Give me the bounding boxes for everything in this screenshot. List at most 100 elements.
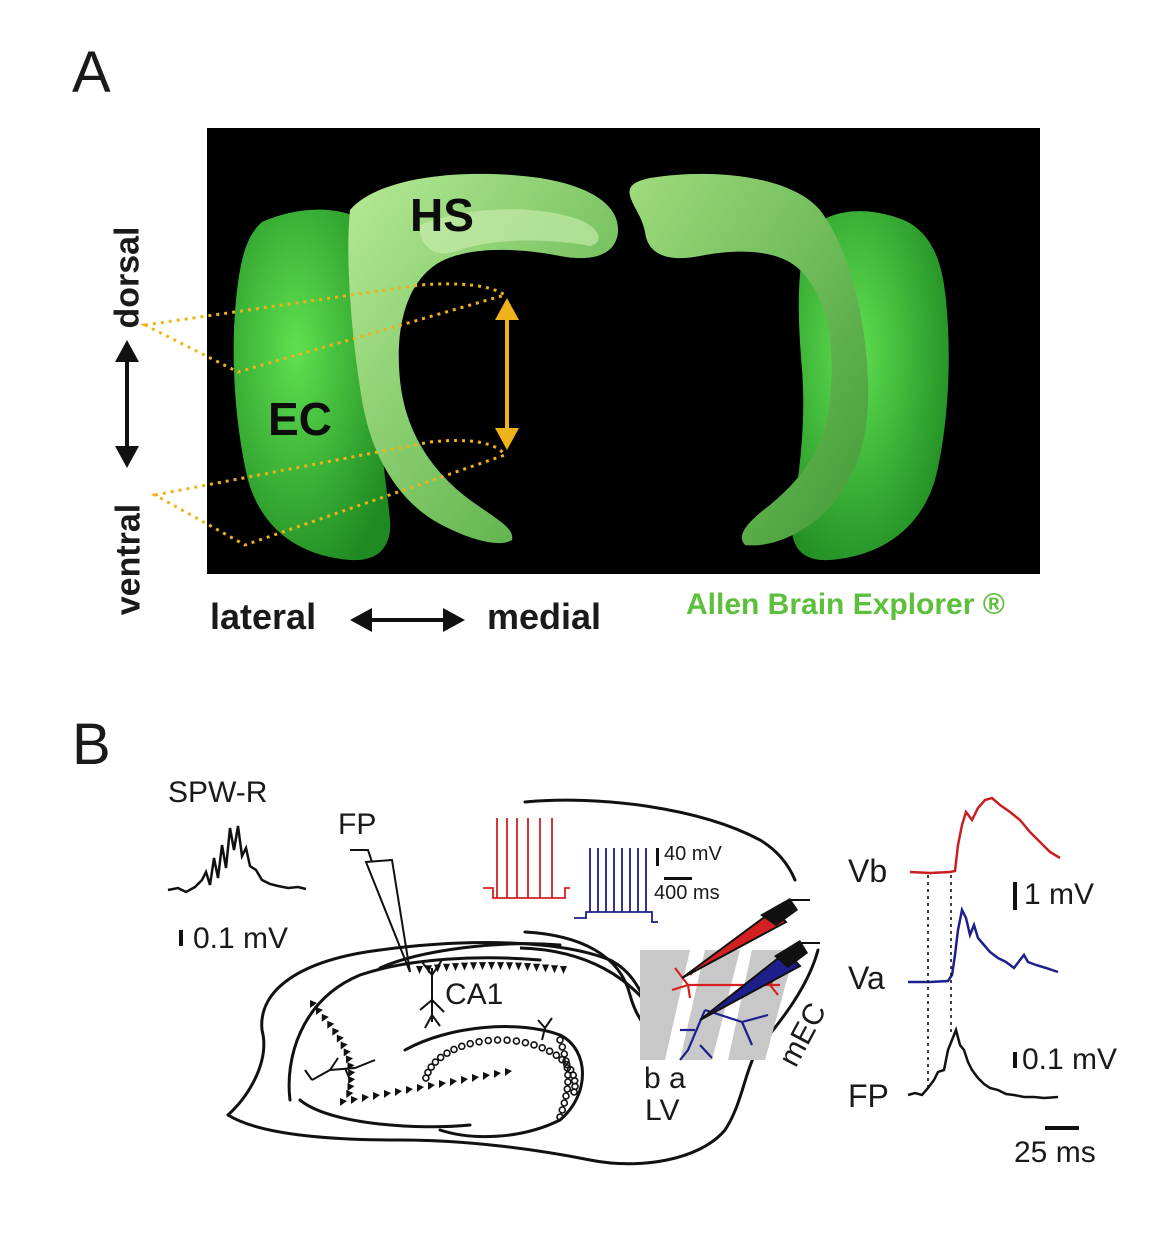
vb-trace xyxy=(909,796,1061,875)
granule-cell-marker xyxy=(562,1057,570,1065)
axis-label-lateral: lateral xyxy=(210,596,317,637)
scale-40mv-label: 40 mV xyxy=(664,843,722,865)
pyramidal-cell-marker xyxy=(340,1098,347,1106)
pyramidal-cell-marker xyxy=(373,1092,380,1100)
granule-cell-marker xyxy=(562,1092,570,1100)
granule-cell-marker xyxy=(545,1047,554,1055)
ca1-pyramidal-layer xyxy=(416,962,567,974)
granule-cell-marker xyxy=(450,1045,458,1054)
granule-cell-marker xyxy=(556,1036,564,1044)
pyramidal-cell-marker xyxy=(417,1084,424,1092)
spwr-title: SPW-R xyxy=(168,776,268,809)
pyramidal-cell-marker xyxy=(560,966,567,974)
red-firing-trace xyxy=(483,818,570,899)
ca1-neuron-icon xyxy=(419,959,445,1029)
dorsoventral-arrow xyxy=(495,298,519,450)
scale-bar-40mv xyxy=(656,848,659,866)
granule-cell-marker xyxy=(424,1068,432,1077)
panel-a-letter: A xyxy=(72,40,111,105)
trace-fp-label: FP xyxy=(848,1078,889,1114)
pyramidal-cell-marker xyxy=(452,963,459,972)
pyramidal-cell-marker xyxy=(384,1090,391,1098)
pyramidal-cell-marker xyxy=(348,1069,356,1078)
pyramidal-cell-marker xyxy=(439,1080,446,1088)
left-hs-shape xyxy=(348,173,619,544)
granule-cell-marker xyxy=(563,1064,572,1072)
granule-cell-marker xyxy=(552,1051,561,1059)
scale-bar-400ms xyxy=(664,877,692,880)
granule-cell-marker xyxy=(560,1099,569,1107)
pyramidal-cell-marker xyxy=(345,1055,353,1064)
scale-bar-1mv xyxy=(1013,882,1017,910)
pyramidal-cell-marker xyxy=(362,1094,369,1102)
pyramidal-cell-marker xyxy=(524,963,531,972)
pyramidal-cell-marker xyxy=(340,1041,348,1050)
layer-ba-label: b a xyxy=(644,1062,686,1095)
granule-cell-marker xyxy=(538,1044,547,1052)
scale-400ms-label: 400 ms xyxy=(654,882,720,904)
pyramidal-cell-marker xyxy=(515,962,522,971)
granule-cell-marker xyxy=(564,1078,572,1086)
granule-cell-marker xyxy=(457,1042,466,1051)
left-hs-inner xyxy=(419,209,599,254)
pyramidal-cell-marker xyxy=(406,1086,413,1094)
pyramidal-cell-marker xyxy=(506,962,513,971)
granule-cell-marker xyxy=(443,1049,451,1057)
pyramidal-cell-marker xyxy=(332,1027,340,1036)
vertical-axis-arrow xyxy=(115,340,139,468)
scale-bar-01mv-right xyxy=(1013,1052,1017,1068)
trace-va-label: Va xyxy=(848,960,885,996)
scale-25ms-label: 25 ms xyxy=(1014,1136,1096,1169)
granule-cell-marker xyxy=(484,1036,493,1045)
horizontal-axis-arrow xyxy=(350,608,465,632)
label-ec: EC xyxy=(268,393,332,445)
ca3-neuron-icon xyxy=(304,1057,376,1081)
pyramidal-cell-marker xyxy=(343,1048,351,1057)
pyramidal-cell-marker xyxy=(346,1090,354,1098)
right-hs-shape xyxy=(629,173,869,546)
pyramidal-cell-marker xyxy=(470,962,477,971)
blue-neuron-a xyxy=(679,1008,769,1061)
scale-1mv-label: 1 mV xyxy=(1024,878,1095,911)
pyramidal-cell-marker xyxy=(336,1034,344,1043)
trace-vb-label: Vb xyxy=(848,853,888,889)
granule-cell-marker xyxy=(493,1036,502,1044)
pyramidal-cell-marker xyxy=(315,1006,323,1015)
fp-electrode-icon xyxy=(350,849,411,973)
label-hs: HS xyxy=(410,189,474,241)
granule-cell-marker xyxy=(512,1037,521,1045)
dentate-granule-layer xyxy=(422,1036,579,1121)
pyramidal-cell-marker xyxy=(461,962,468,971)
axis-label-medial: medial xyxy=(487,596,602,637)
pyramidal-cell-marker xyxy=(505,1068,512,1076)
blue-electrode-icon xyxy=(699,940,820,1021)
granule-cell-marker xyxy=(503,1036,511,1044)
fp-trace xyxy=(907,1026,1059,1100)
pyramidal-cell-marker xyxy=(472,1074,479,1082)
granule-cell-marker xyxy=(562,1060,571,1069)
axis-label-ventral: ventral xyxy=(109,503,148,616)
pyramidal-cell-marker xyxy=(428,1082,435,1090)
pyramidal-cell-marker xyxy=(551,965,558,974)
pyramidal-cell-marker xyxy=(494,1070,501,1078)
pyramidal-cell-marker xyxy=(488,962,495,970)
pyramidal-cell-marker xyxy=(443,963,450,972)
ca1-label: CA1 xyxy=(445,978,504,1011)
scale-01mv-label: 0.1 mV xyxy=(1022,1043,1118,1076)
granule-cell-marker xyxy=(530,1041,538,1049)
granule-cell-marker xyxy=(521,1038,530,1047)
dg-neuron-icon xyxy=(537,1017,553,1041)
pyramidal-cell-marker xyxy=(310,1000,317,1008)
panel-b-letter: B xyxy=(72,712,111,777)
granule-cell-marker xyxy=(475,1038,483,1046)
pyramidal-cell-marker xyxy=(450,1078,457,1086)
pyramidal-cell-marker xyxy=(351,1096,358,1104)
pyramidal-cell-marker xyxy=(327,1020,335,1029)
granule-cell-marker xyxy=(558,1043,567,1051)
spwr-scale-bar xyxy=(179,930,183,946)
granule-cell-marker xyxy=(466,1039,475,1048)
pyramidal-cell-marker xyxy=(542,964,549,973)
scale-bar-25ms xyxy=(1045,1126,1079,1130)
pyramidal-cell-marker xyxy=(497,962,504,971)
